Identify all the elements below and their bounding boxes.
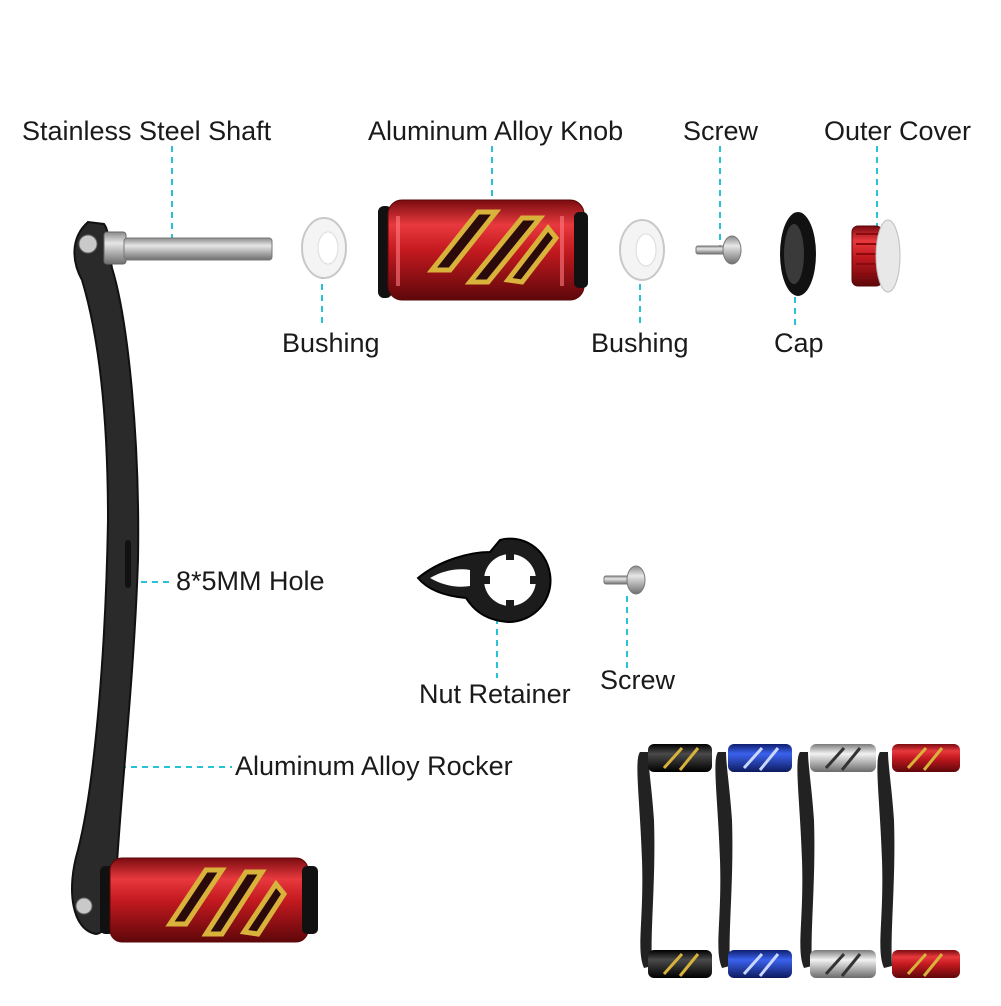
outer-cover <box>851 219 901 293</box>
stainless-steel-shaft <box>103 231 273 265</box>
label-aluminum-alloy-rocker: Aluminum Alloy Rocker <box>235 751 513 781</box>
color-variants <box>637 744 960 978</box>
hole-slot <box>125 540 131 588</box>
bottom-knob <box>100 857 318 943</box>
label-hole: 8*5MM Hole <box>176 566 325 596</box>
rocker-arm <box>71 220 140 936</box>
variant-silver <box>797 744 876 978</box>
label-bushing-right: Bushing <box>591 328 689 358</box>
label-outer-cover: Outer Cover <box>824 116 972 146</box>
variant-blue <box>715 744 792 978</box>
label-cap: Cap <box>774 328 824 358</box>
variant-red <box>877 744 960 978</box>
label-stainless-steel-shaft: Stainless Steel Shaft <box>22 116 272 146</box>
bushing-right <box>619 219 665 281</box>
label-screw-top: Screw <box>683 116 759 146</box>
screw-top <box>695 235 742 265</box>
bushing-left <box>301 217 347 279</box>
label-screw-mid: Screw <box>600 665 676 695</box>
screw-mid <box>603 565 646 595</box>
label-nut-retainer: Nut Retainer <box>419 679 571 709</box>
label-aluminum-alloy-knob: Aluminum Alloy Knob <box>368 116 624 146</box>
nut-retainer <box>416 537 552 624</box>
label-bushing-left: Bushing <box>282 328 380 358</box>
aluminum-alloy-knob <box>378 199 588 301</box>
variant-black <box>637 744 712 978</box>
cap <box>780 212 816 296</box>
